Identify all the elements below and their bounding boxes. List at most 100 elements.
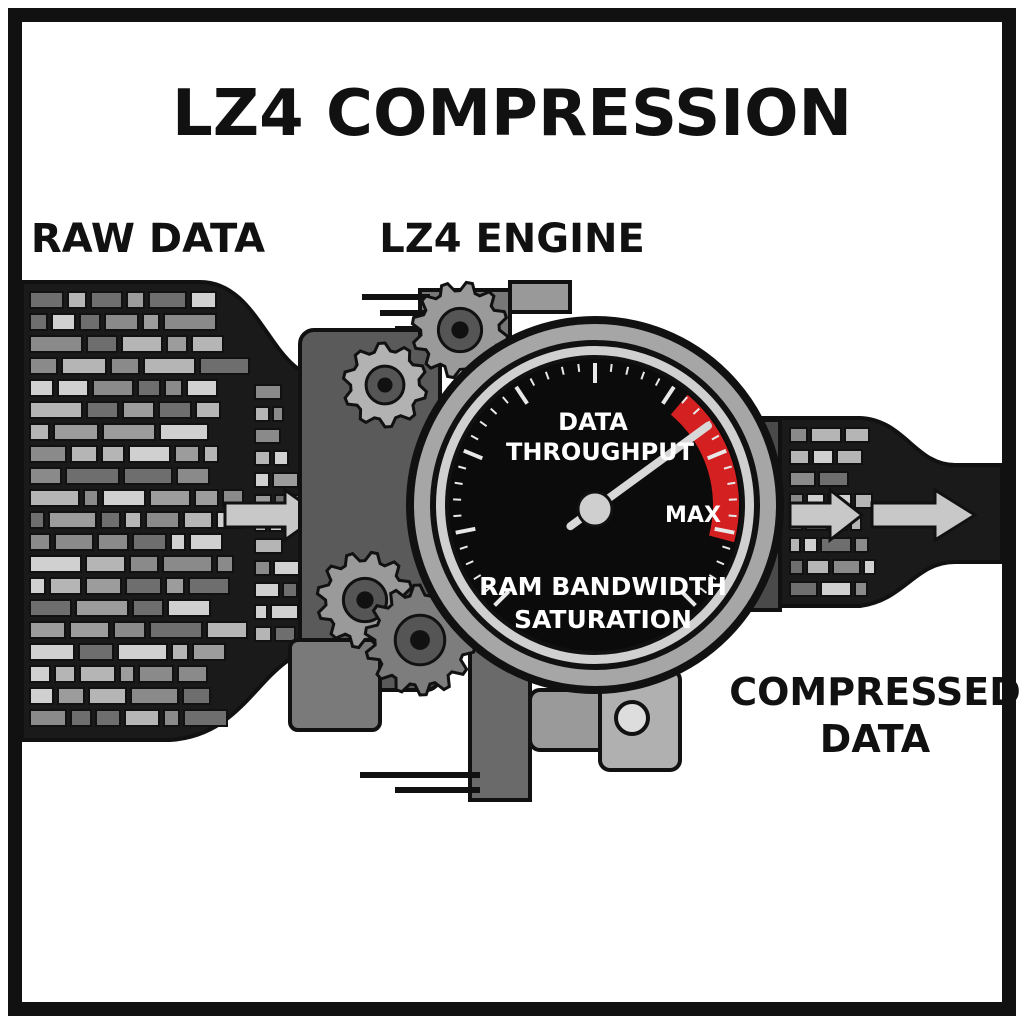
data-block (75, 599, 129, 617)
data-block (820, 537, 852, 553)
gauge-tick (479, 420, 488, 428)
gauge-tick (463, 448, 484, 461)
data-block (192, 643, 226, 661)
data-block (148, 291, 187, 309)
data-block (57, 687, 85, 705)
data-block (254, 428, 281, 444)
data-block (83, 489, 99, 507)
data-block (254, 582, 280, 598)
data-block (29, 335, 83, 353)
gauge-tick (692, 407, 700, 415)
data-block (191, 335, 224, 353)
data-block (29, 533, 51, 551)
data-block (129, 555, 159, 573)
data-block (29, 445, 67, 463)
gauge-tick (714, 526, 735, 535)
data-block (142, 313, 160, 331)
gauge-tick (470, 434, 479, 441)
gauge-tick (728, 514, 737, 518)
gauge-tick (708, 574, 717, 581)
data-block (163, 313, 217, 331)
gauge-tick (661, 385, 676, 405)
data-block (854, 493, 873, 509)
data-block (812, 449, 834, 465)
data-block (29, 709, 67, 727)
data-block (29, 511, 45, 529)
arrow-right-icon (788, 486, 865, 544)
data-block (789, 581, 818, 597)
gauge-tick (711, 434, 720, 441)
data-block (270, 604, 299, 620)
data-block (97, 533, 129, 551)
data-block (273, 560, 301, 576)
data-block (810, 427, 842, 443)
data-block (119, 665, 135, 683)
gauge-tick (473, 574, 482, 581)
data-block (273, 450, 289, 466)
data-block (195, 401, 221, 419)
data-block (113, 621, 146, 639)
gauge-max-label: MAX (665, 503, 721, 528)
data-block (70, 445, 98, 463)
data-block (29, 423, 50, 441)
data-block (138, 665, 174, 683)
data-block (183, 511, 213, 529)
data-block (49, 577, 82, 595)
gauge-tick (455, 526, 476, 535)
data-block (69, 621, 110, 639)
data-block (53, 423, 99, 441)
data-block (48, 511, 97, 529)
gauge-tick (482, 587, 491, 594)
data-block (145, 511, 180, 529)
data-block (254, 384, 282, 400)
data-block (789, 427, 808, 443)
data-block (176, 467, 210, 485)
data-block (836, 449, 863, 465)
data-block (79, 313, 101, 331)
gauge-top-label-line2: THROUGHPUT (506, 438, 695, 466)
data-block (102, 423, 156, 441)
gauge-tick (502, 396, 509, 404)
data-block (100, 511, 121, 529)
gauge-tick (722, 545, 731, 550)
data-block (57, 379, 89, 397)
data-block (110, 357, 140, 375)
data-block (186, 379, 218, 397)
redline-zone (670, 394, 740, 543)
data-block (124, 709, 160, 727)
gauge-tick (609, 363, 613, 373)
data-block (789, 537, 801, 553)
data-block (143, 357, 196, 375)
data-block (29, 599, 72, 617)
data-block (254, 406, 270, 422)
data-block (254, 626, 272, 642)
gauge-tick (716, 560, 725, 566)
engine-label: LZ4 ENGINE (379, 216, 645, 262)
data-block (854, 537, 869, 553)
data-block (92, 379, 134, 397)
data-block (78, 643, 114, 661)
gauge-tick (544, 371, 550, 380)
data-block (102, 489, 146, 507)
data-block (158, 401, 192, 419)
data-block (188, 577, 230, 595)
data-block (29, 621, 66, 639)
gauge-tick (465, 560, 474, 566)
data-block (67, 291, 87, 309)
data-block (29, 467, 62, 485)
data-block (29, 291, 64, 309)
data-block (274, 626, 296, 642)
data-block (171, 643, 189, 661)
data-block (29, 357, 58, 375)
gauge-tick (679, 589, 697, 607)
data-block (90, 291, 123, 309)
data-block (789, 471, 816, 487)
data-block (162, 555, 213, 573)
data-block (189, 533, 223, 551)
data-block (806, 559, 830, 575)
data-block (29, 379, 54, 397)
page-title: LZ4 COMPRESSION (172, 77, 852, 151)
gauge-tick (560, 366, 565, 375)
data-block (126, 291, 145, 309)
